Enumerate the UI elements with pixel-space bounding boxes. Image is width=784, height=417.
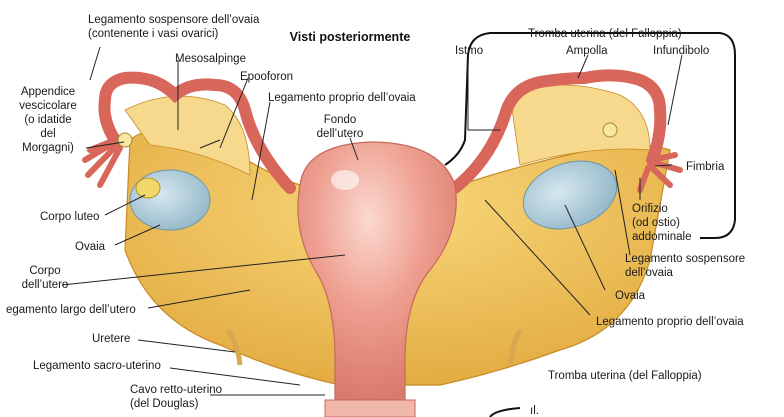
label-isthmus: Istmo — [455, 45, 483, 57]
label-ureter: Uretere — [92, 333, 130, 345]
label-ovary-left: Ovaia — [75, 241, 106, 253]
label-uterus-body: Corpo — [29, 265, 60, 277]
label-fallopian-tube-bottom: Tromba uterina (del Falloppia) — [548, 370, 702, 382]
label-suspensory-ligament-left: Legamento sospensore dell’ovaia — [88, 14, 260, 26]
label-appendix-5: Morgagni) — [22, 142, 74, 154]
label-fundus: Fondo — [324, 114, 357, 126]
label-uterosacral-ligament: Legamento sacro-uterino — [33, 360, 161, 372]
label-fimbria: Fimbria — [686, 161, 725, 173]
label-suspensory-ligament-left-sub: (contenente i vasi ovarici) — [88, 28, 219, 40]
ureter-right — [507, 328, 523, 366]
cervix — [324, 399, 416, 417]
label-appendix-4: del — [40, 128, 55, 140]
label-epooforon: Epooforon — [240, 71, 293, 83]
ureter-left — [225, 328, 243, 366]
appendix-right — [602, 122, 618, 138]
label-partial: ıl. — [530, 405, 539, 417]
fallopian-tube-left — [98, 71, 296, 194]
diagram-title: Visti posteriormente — [290, 30, 411, 44]
label-suspensory-ligament-right: Legamento sospensore — [625, 253, 745, 265]
uterus — [297, 141, 457, 401]
label-fallopian-tube-top: Tromba uterina (del Falloppia) — [528, 28, 682, 40]
label-orifice-2: (od ostio) — [632, 217, 680, 229]
fimbria-right — [637, 152, 683, 193]
label-douglas-pouch-sub: (del Douglas) — [130, 398, 199, 410]
label-fundus-sub: dell’utero — [317, 128, 364, 140]
corpus-luteum — [135, 177, 161, 199]
label-orifice-3: addominale — [632, 231, 691, 243]
label-broad-ligament: egamento largo dell’utero — [6, 304, 136, 316]
fallopian-tube-right — [449, 69, 667, 194]
label-proper-ligament-top: Legamento proprio dell’ovaia — [268, 92, 416, 104]
label-appendix-2: vescicolare — [19, 100, 77, 112]
appendix-left — [117, 132, 133, 148]
label-douglas-pouch: Cavo retto-uterino — [130, 384, 222, 396]
label-infundibulum: Infundibolo — [653, 45, 709, 57]
label-ovary-right: Ovaia — [615, 290, 646, 302]
ovary-right — [522, 160, 618, 230]
label-appendix-1: Appendice — [21, 86, 75, 98]
uterus-highlight — [331, 170, 359, 190]
leader-lines — [61, 46, 683, 396]
label-appendix-3: (o idatide — [24, 114, 71, 126]
label-proper-ligament-right: Legamento proprio dell’ovaia — [596, 316, 744, 328]
label-orifice-1: Orifizio — [632, 203, 668, 215]
bottom-brace — [489, 407, 521, 417]
fimbria-left — [82, 137, 123, 188]
label-suspensory-ligament-right-sub: dell’ovaia — [625, 267, 674, 279]
tube-brace — [444, 32, 736, 239]
label-corpus-luteum: Corpo luteo — [40, 211, 99, 223]
label-uterus-body-sub: dell’utero — [22, 279, 69, 291]
label-mesosalpinge: Mesosalpinge — [175, 53, 246, 65]
label-ampulla: Ampolla — [566, 45, 608, 57]
